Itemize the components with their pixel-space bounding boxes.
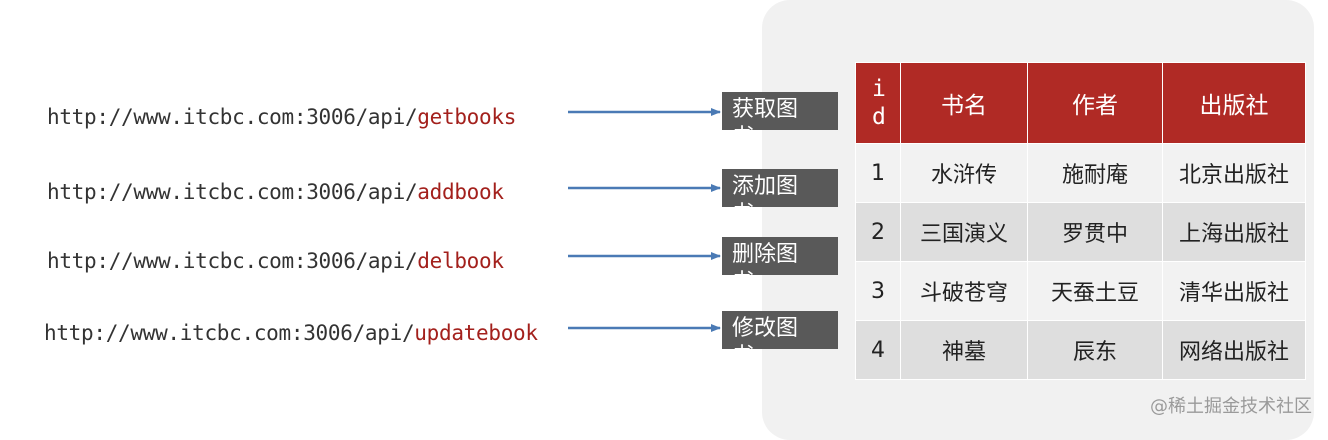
label-delete-book: 删除图书 (722, 237, 838, 295)
api-url-base: http://www.itcbc.com:3006/api/ (47, 180, 418, 204)
cell-title: 神墓 (900, 320, 1028, 380)
table-row: 3 斗破苍穹 天蚕土豆 清华出版社 (855, 261, 1306, 321)
cell-title: 水浒传 (900, 143, 1028, 203)
api-endpoint: getbooks (417, 105, 517, 129)
table-row: 4 神墓 辰东 网络出版社 (855, 320, 1306, 380)
label-text: 获取图书 (732, 97, 799, 150)
cell-publisher: 网络出版社 (1162, 320, 1306, 380)
api-url-base: http://www.itcbc.com:3006/api/ (47, 105, 418, 129)
api-url-base: http://www.itcbc.com:3006/api/ (44, 321, 415, 345)
table-row: 2 三国演义 罗贯中 上海出版社 (855, 202, 1306, 262)
api-url-updatebook: http://www.itcbc.com:3006/api/updatebook (44, 321, 538, 345)
api-endpoint: delbook (417, 249, 504, 273)
header-title: 书名 (900, 62, 1028, 144)
cell-id: 1 (855, 143, 901, 203)
label-get-books: 获取图书 (722, 92, 838, 150)
cell-publisher: 上海出版社 (1162, 202, 1306, 262)
header-publisher: 出版社 (1162, 62, 1306, 144)
arrows-layer (568, 108, 721, 332)
books-table: id 书名 作者 出版社 1 水浒传 施耐庵 北京出版社 2 三国演义 罗贯中 … (855, 62, 1306, 380)
api-url-base: http://www.itcbc.com:3006/api/ (47, 249, 418, 273)
cell-author: 罗贯中 (1027, 202, 1163, 262)
cell-publisher: 清华出版社 (1162, 261, 1306, 321)
label-text: 添加图书 (732, 174, 799, 227)
cell-id: 3 (855, 261, 901, 321)
header-id-text: id (872, 76, 886, 130)
cell-author: 施耐庵 (1027, 143, 1163, 203)
cell-title: 三国演义 (900, 202, 1028, 262)
api-url-delbook: http://www.itcbc.com:3006/api/delbook (47, 249, 504, 273)
api-url-getbooks: http://www.itcbc.com:3006/api/getbooks (47, 105, 516, 129)
api-url-addbook: http://www.itcbc.com:3006/api/addbook (47, 180, 504, 204)
header-author: 作者 (1027, 62, 1163, 144)
label-add-book: 添加图书 (722, 169, 838, 227)
label-text: 修改图书 (732, 316, 799, 369)
cell-publisher: 北京出版社 (1162, 143, 1306, 203)
cell-id: 2 (855, 202, 901, 262)
cell-author: 天蚕土豆 (1027, 261, 1163, 321)
api-endpoint: updatebook (414, 321, 538, 345)
label-update-book: 修改图书 (722, 311, 838, 369)
label-text: 删除图书 (732, 242, 799, 295)
header-id: id (855, 62, 901, 144)
api-endpoint: addbook (417, 180, 504, 204)
cell-title: 斗破苍穹 (900, 261, 1028, 321)
table-row: 1 水浒传 施耐庵 北京出版社 (855, 143, 1306, 203)
table-header-row: id 书名 作者 出版社 (855, 62, 1306, 144)
watermark: @稀土掘金技术社区 (1150, 396, 1312, 417)
cell-id: 4 (855, 320, 901, 380)
cell-author: 辰东 (1027, 320, 1163, 380)
